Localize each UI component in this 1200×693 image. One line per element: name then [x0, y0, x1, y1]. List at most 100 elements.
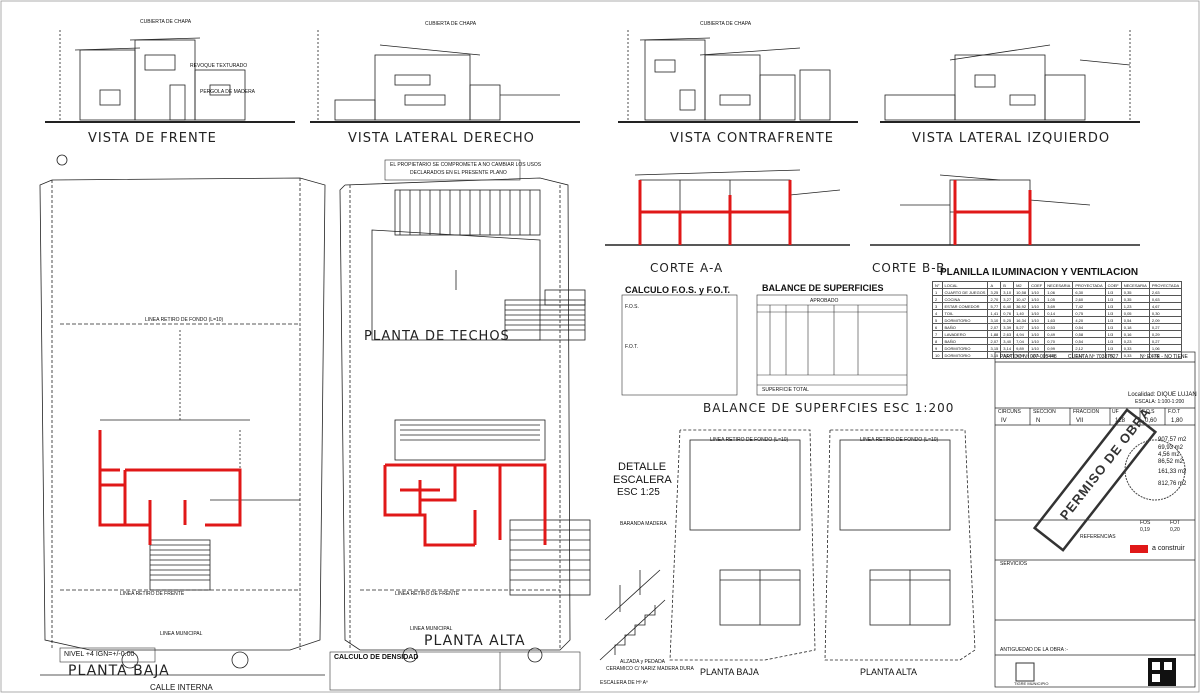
planilla-header-cell: PROYECTADA [1072, 281, 1106, 289]
detalle-title-1: DETALLE [618, 461, 667, 473]
planilla-cell: 4,67 [1148, 302, 1183, 310]
label-linea-municipal-alta: LINEA MUNICIPAL [410, 626, 453, 632]
tb-fot-label: FOT [1170, 520, 1180, 526]
planilla-cell: 5,77 [987, 302, 1002, 310]
planilla-cell: BAÑO [941, 337, 989, 345]
planilla-cell: 1/10 [1028, 316, 1046, 324]
catastro-value: 0,60 [1145, 418, 1157, 424]
fos-label: F.O.S. [625, 304, 639, 310]
planilla-cell: 2,63 [1148, 288, 1183, 296]
plan-planta-baja [39, 154, 326, 676]
planilla-cell: 4,20 [1072, 316, 1106, 324]
planilla-cell: 2,12 [1072, 344, 1106, 352]
elevation-lateral-izquierdo [884, 30, 1131, 122]
planilla-cell: 3,10 [1000, 288, 1015, 296]
planilla-cell: 1/3 [1104, 344, 1122, 352]
planilla-header-cell: B [1000, 281, 1015, 289]
tb-municipio: TIGRE MUNICIPIO [1014, 681, 1049, 686]
planilla-cell: 3,69 [1044, 302, 1074, 310]
catastro-header: F.O.T [1168, 409, 1181, 415]
planilla-cell: 1/3 [1104, 330, 1122, 338]
planilla-header-cell: A [987, 281, 1002, 289]
section-corte-b [870, 174, 1140, 246]
planilla-cell: 1,88 [987, 330, 1002, 338]
label-retiro-frente-alta: LINEA RETIRO DE FRENTE [395, 591, 460, 597]
plan-title-baja: PLANTA BAJA [68, 663, 170, 679]
legend-swatch [1130, 545, 1148, 553]
tb-legend-label: a construir [1152, 545, 1185, 552]
planilla-cell: 1/10 [1028, 288, 1046, 296]
planilla-cell: 10,58 [1013, 288, 1030, 296]
tb-partido: PARTIDO Nº 007-005448 [1000, 354, 1057, 360]
area-value: 4,56 m2 [1158, 452, 1180, 458]
planilla-cell: 0,49 [1044, 330, 1074, 338]
area-value: 86,52 m2 [1158, 459, 1184, 465]
planilla-cell: 1/10 [1028, 330, 1046, 338]
balance-plan-alta [824, 429, 976, 661]
planilla-cell: 0,30 [1148, 309, 1183, 317]
planilla-cell: 7,42 [1072, 302, 1106, 310]
planilla-cell: COCINA [941, 295, 989, 303]
planilla-cell: 1/3 [1104, 323, 1122, 331]
plan-planta-alta [339, 177, 591, 663]
densidad-title: CALCULO DE DENSIDAD [334, 654, 419, 661]
planilla-cell: 1,05 [1044, 295, 1074, 303]
planilla-cell: 0,54 [1120, 316, 1150, 324]
catastro-header: FRACCION [1073, 409, 1100, 415]
planilla-cell: 1/3 [1104, 295, 1122, 303]
planilla-header-cell: M2 [1013, 281, 1030, 289]
planilla-cell: 1/3 [1104, 316, 1122, 324]
permiso-stamp [1032, 408, 1158, 552]
tb-fot-val: 0,20 [1170, 527, 1180, 533]
view-title-frente: VISTA DE FRENTE [88, 131, 217, 146]
area-value: 812,76 m2 [1158, 481, 1187, 487]
plan-title-alta: PLANTA ALTA [424, 633, 526, 649]
planilla-cell: 6,30 [1072, 288, 1106, 296]
stair-detail [599, 569, 666, 661]
planilla-cell: 6 [932, 323, 943, 331]
balance-plan-title-baja: PLANTA BAJA [700, 667, 759, 677]
planilla-cell: 1/3 [1104, 288, 1122, 296]
planilla-header-cell: N° [932, 281, 943, 289]
planilla-cell: 1/10 [1028, 344, 1046, 352]
planilla-header-cell: NECESARIA [1120, 281, 1150, 289]
plan-planta-techos [371, 189, 586, 341]
planilla-cell: 7 [932, 330, 943, 338]
planilla-cell: 0,05 [1120, 309, 1150, 317]
planilla-title: PLANILLA ILUMINACION Y VENTILACION [940, 267, 1139, 278]
planilla-cell: 1,23 [1120, 302, 1150, 310]
planilla-cell: TOIL [941, 309, 989, 317]
planilla-cell: 5,27 [1013, 323, 1030, 331]
planilla-cell: 6,40 [1000, 302, 1015, 310]
label-cubierta-2: CUBIERTA DE CHAPA [425, 21, 477, 27]
area-value: 907,57 m2 [1158, 437, 1187, 443]
planilla-cell: 2 [932, 295, 943, 303]
tb-fos-label: FOS [1140, 520, 1151, 526]
plan-title-techos: PLANTA DE TECHOS [364, 329, 510, 344]
planilla-cell: 1,06 [1148, 344, 1183, 352]
planilla-cell: 3,25 [987, 288, 1002, 296]
view-title-contrafrente: VISTA CONTRAFRENTE [670, 131, 834, 146]
planilla-header-cell: NECESARIA [1044, 281, 1074, 289]
planilla-cell: 2,63 [1000, 330, 1015, 338]
planilla-cell: 0,14 [1044, 309, 1074, 317]
planilla-cell: 3,10 [987, 316, 1002, 324]
planilla-cell: 1/3 [1104, 351, 1122, 359]
planilla-cell: 0,27 [1148, 323, 1183, 331]
planilla-cell: 3,40 [1000, 337, 1015, 345]
planilla-cell: 0,58 [1072, 330, 1106, 338]
label-cubierta-3: CUBIERTA DE CHAPA [700, 21, 752, 27]
planilla-header-cell: PROYECTADA [1148, 281, 1183, 289]
label-linea-municipal: LINEA MUNICIPAL [160, 631, 203, 637]
planilla-cell: 2,09 [1148, 316, 1183, 324]
planilla-cell: 10 [932, 351, 943, 359]
planilla-cell: CUARTO DE JUEGOS [941, 288, 989, 296]
planilla-cell: 1 [932, 288, 943, 296]
planilla-cell: BAÑO [941, 323, 989, 331]
tb-antiguedad: ANTIGUEDAD DE LA OBRA :- [1000, 647, 1069, 653]
section-corte-a [605, 169, 850, 246]
